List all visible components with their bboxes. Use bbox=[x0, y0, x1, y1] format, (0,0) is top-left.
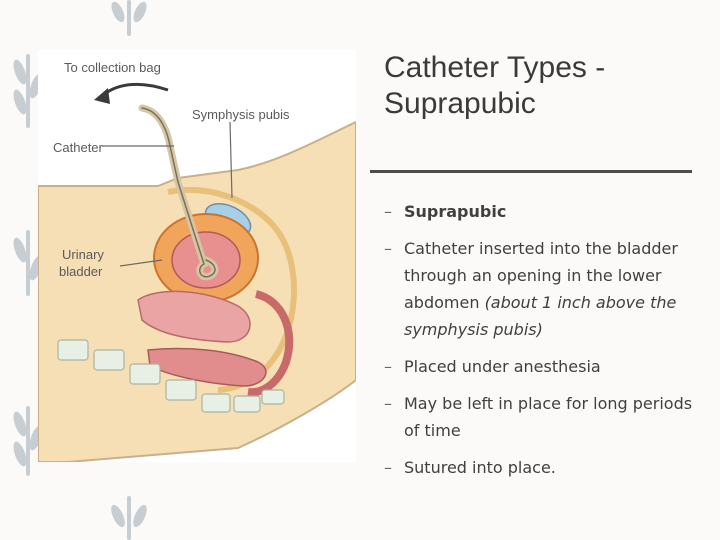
leaf-decoration-bottom-icon bbox=[111, 496, 147, 540]
label-to-collection-bag: To collection bag bbox=[64, 60, 161, 75]
bullet-text: May be left in place for long periods of… bbox=[404, 394, 693, 440]
bullet-item: – Placed under anesthesia bbox=[384, 353, 704, 380]
bullet-dash: – bbox=[384, 239, 392, 258]
label-symphysis-pubis: Symphysis pubis bbox=[192, 107, 290, 122]
bullet-dash: – bbox=[384, 202, 392, 221]
bullet-item: – Suprapubic bbox=[384, 198, 704, 225]
bullet-dash: – bbox=[384, 458, 392, 477]
bullet-text: Sutured into place. bbox=[404, 458, 556, 477]
bullet-dash: – bbox=[384, 394, 392, 413]
anatomy-drawing bbox=[38, 82, 356, 462]
suprapubic-catheter-illustration: To collection bag Symphysis pubis Cathet… bbox=[38, 50, 356, 462]
bullet-list: – Suprapubic – Catheter inserted into th… bbox=[384, 198, 704, 491]
bullet-text: Catheter inserted into the bladder throu… bbox=[404, 239, 678, 339]
label-catheter: Catheter bbox=[53, 140, 103, 155]
label-bladder: bladder bbox=[59, 264, 103, 279]
bullet-dash: – bbox=[384, 357, 392, 376]
bullet-text-italic: (about 1 inch above the symphysis pubis) bbox=[404, 293, 677, 339]
bullet-text-plain: Catheter inserted into the bladder throu… bbox=[404, 239, 678, 312]
bullet-text: Placed under anesthesia bbox=[404, 357, 601, 376]
bullet-item: – May be left in place for long periods … bbox=[384, 390, 704, 444]
title-divider bbox=[370, 170, 692, 173]
slide-title-line-2: Suprapubic bbox=[384, 87, 536, 120]
bullet-text: Suprapubic bbox=[404, 202, 507, 221]
slide-title-line-1: Catheter Types - bbox=[384, 51, 606, 84]
leaf-decoration-top-icon bbox=[111, 0, 147, 36]
bullet-item: – Catheter inserted into the bladder thr… bbox=[384, 235, 704, 343]
slide-title: Catheter Types - Suprapubic bbox=[384, 50, 704, 122]
collection-bag-arrow bbox=[101, 82, 169, 98]
label-urinary: Urinary bbox=[62, 247, 104, 262]
bullet-item: – Sutured into place. bbox=[384, 454, 704, 481]
